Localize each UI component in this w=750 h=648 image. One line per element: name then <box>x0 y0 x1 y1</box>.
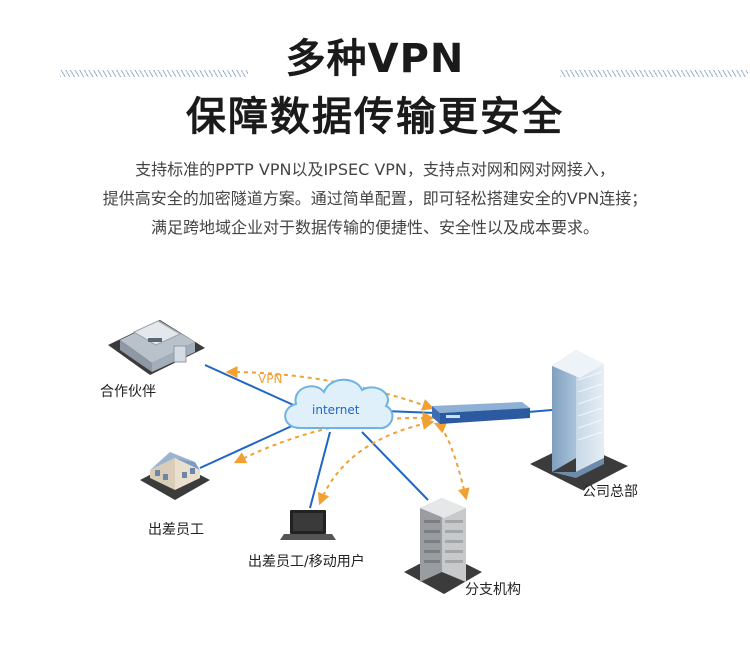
vpn-tunnels <box>225 366 470 506</box>
vpn-tunnel-travel <box>233 411 435 464</box>
title-line-2: 保障数据传输更安全 <box>186 94 564 140</box>
hq-building-icon <box>530 350 628 490</box>
cloud-icon <box>284 378 394 430</box>
partner-label: 合作伙伴 <box>100 384 156 400</box>
vpn-tunnel-partner <box>225 366 435 411</box>
vpn-tunnel-branch <box>433 422 470 501</box>
travel-staff-house-icon <box>140 452 210 500</box>
router-icon <box>432 402 530 424</box>
internet-cloud: internet <box>284 378 394 430</box>
link-router-hq <box>527 409 553 413</box>
description-line-3: 满足跨地域企业对于数据传输的便捷性、安全性以及成本要求。 <box>150 218 599 237</box>
travel-staff-label: 出差员工 <box>148 522 204 538</box>
link-partner-cloud <box>204 364 301 409</box>
link-cloud-travel <box>199 419 306 469</box>
link-cloud-laptop <box>309 431 331 509</box>
hq-label: 公司总部 <box>582 484 638 500</box>
partner-building-icon <box>108 320 205 375</box>
vpn-tunnel-mobile <box>317 418 435 506</box>
vpn-label: VPN <box>258 372 282 386</box>
description: 支持标准的PPTP VPN以及IPSEC VPN，支持点对网和网对网接入， 提供… <box>0 155 750 242</box>
description-line-1: 支持标准的PPTP VPN以及IPSEC VPN，支持点对网和网对网接入， <box>135 160 615 179</box>
laptop-icon <box>280 510 336 540</box>
description-line-2: 提供高安全的加密隧道方案。通过简单配置，即可轻松搭建安全的VPN连接； <box>102 189 648 208</box>
network-diagram: VPN internet 合作伙伴 出差员工 <box>100 320 638 598</box>
link-cloud-branch <box>361 431 429 501</box>
right-hatch-decoration <box>560 70 748 77</box>
branch-building-icon <box>404 498 482 594</box>
left-hatch-decoration <box>60 70 248 77</box>
branch-label: 分支机构 <box>465 582 521 598</box>
network-links <box>199 364 553 509</box>
title-line-1: 多种VPN <box>285 36 465 82</box>
mobile-user-label: 出差员工/移动用户 <box>248 553 365 570</box>
cloud-label: internet <box>312 403 360 417</box>
